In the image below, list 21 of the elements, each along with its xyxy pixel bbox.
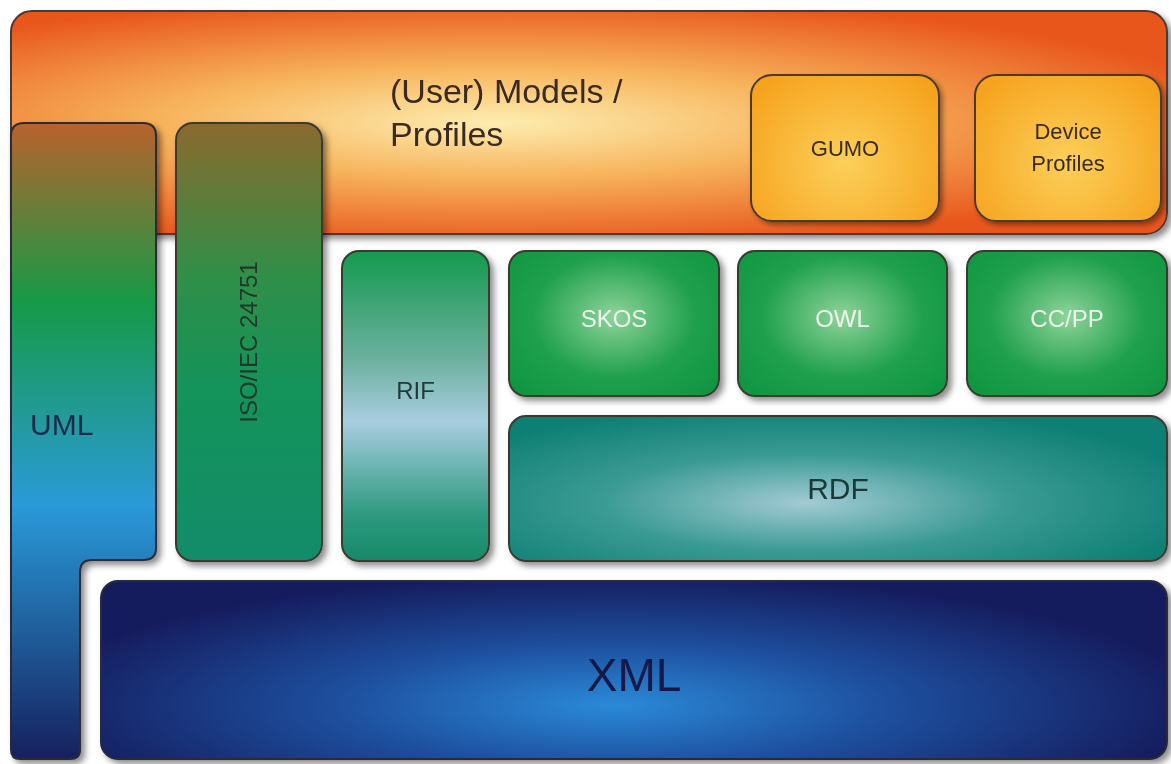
layer-label: SKOS <box>580 303 648 334</box>
layer-box <box>508 250 720 397</box>
layer-column <box>10 122 157 760</box>
layer-label: CC/PP <box>1030 303 1104 334</box>
layer-column <box>341 250 490 562</box>
layer-label: XML <box>586 647 682 703</box>
layer-label: GUMO <box>810 134 880 163</box>
layer-box <box>974 74 1162 222</box>
layer-box <box>737 250 948 397</box>
layer-box <box>508 415 1168 562</box>
layer-box <box>100 580 1168 760</box>
layer-box <box>750 74 940 222</box>
layer-label: OWL <box>815 303 870 334</box>
layer-label: RIF <box>396 376 435 406</box>
layer-label: Device Profiles <box>1030 118 1106 178</box>
layer-label: RDF <box>807 471 869 507</box>
layer-column <box>175 122 323 562</box>
layer-label: UML <box>30 407 94 443</box>
layer-box <box>966 250 1168 397</box>
layer-label: ISO/IEC 24751 <box>234 261 263 423</box>
layer-label: (User) Models / Profiles <box>390 71 624 155</box>
